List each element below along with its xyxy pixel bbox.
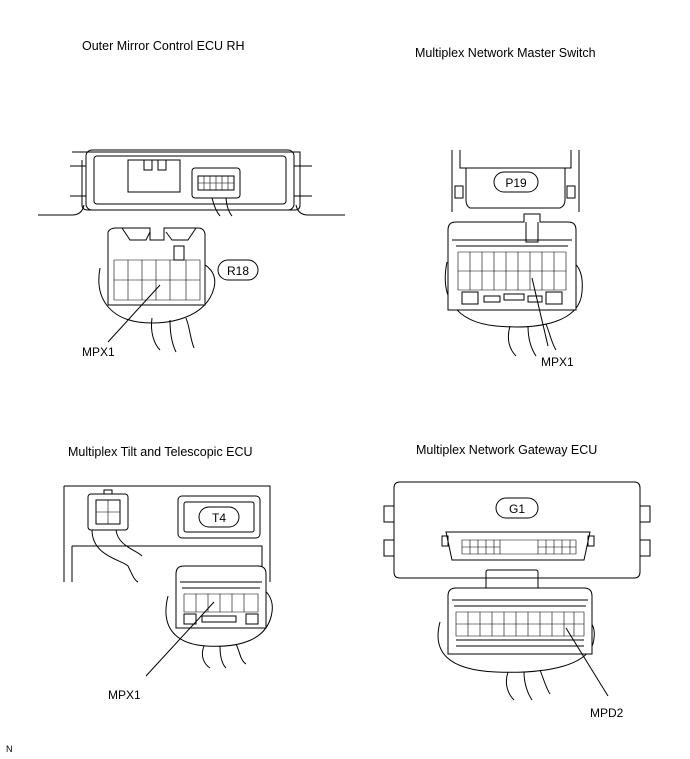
- terminal-label-tilt-telescopic: MPX1: [108, 688, 141, 702]
- connector-p19: MPX1: [444, 213, 583, 369]
- switch-body-master-switch: P19: [451, 150, 580, 212]
- connector-badge-r18: R18: [227, 264, 249, 278]
- panel-outer-mirror: Outer Mirror Control ECU RH: [38, 39, 345, 359]
- terminal-label-master-switch: MPX1: [541, 355, 574, 369]
- terminal-label-gateway: MPD2: [590, 706, 624, 720]
- corner-mark: N: [6, 744, 13, 754]
- ecu-body-gateway: G1: [383, 481, 651, 579]
- panel-title-tilt-telescopic: Multiplex Tilt and Telescopic ECU: [68, 445, 253, 459]
- panel-tilt-telescopic: Multiplex Tilt and Telescopic ECU T4: [63, 445, 273, 702]
- connector-badge-p19: P19: [505, 176, 527, 190]
- ecu-body-tilt-telescopic: T4: [63, 485, 271, 583]
- ecu-body-outer-mirror: [38, 149, 345, 217]
- connector-badge-g1: G1: [509, 502, 525, 516]
- panel-master-switch: Multiplex Network Master Switch P19: [415, 46, 596, 369]
- connector-badge-t4: T4: [212, 511, 226, 525]
- panel-title-outer-mirror: Outer Mirror Control ECU RH: [82, 39, 245, 53]
- panel-gateway: Multiplex Network Gateway ECU G1: [383, 443, 651, 720]
- connector-t4: MPX1: [108, 565, 273, 702]
- connector-r18: R18 MPX1: [82, 227, 259, 359]
- panel-title-master-switch: Multiplex Network Master Switch: [415, 46, 596, 60]
- terminal-label-outer-mirror: MPX1: [82, 345, 115, 359]
- panel-title-gateway: Multiplex Network Gateway ECU: [416, 443, 597, 457]
- connector-g1: MPD2: [437, 569, 624, 720]
